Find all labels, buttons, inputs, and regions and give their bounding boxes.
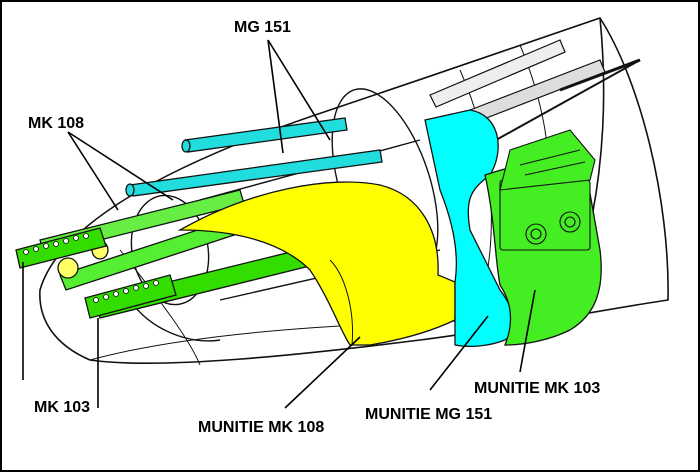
mk103-muzzle-right <box>84 274 177 319</box>
upper-guns <box>429 39 641 161</box>
label-munitie-mk103: MUNITIE MK 103 <box>474 380 600 397</box>
label-munitie-mg151: MUNITIE MG 151 <box>365 406 492 423</box>
mk103-breech <box>499 129 596 251</box>
label-munitie-mk108: MUNITIE MK 108 <box>198 419 324 436</box>
mk103-muzzle-left <box>15 227 107 269</box>
label-mk108: MK 108 <box>28 115 84 132</box>
leader-lines <box>22 39 536 409</box>
ammo-box-mk108 <box>177 181 456 346</box>
label-mg151: MG 151 <box>234 19 291 36</box>
mg151-guns <box>125 117 383 197</box>
label-mk103: MK 103 <box>34 399 90 416</box>
ammo-box-mk108-edge <box>329 259 354 346</box>
